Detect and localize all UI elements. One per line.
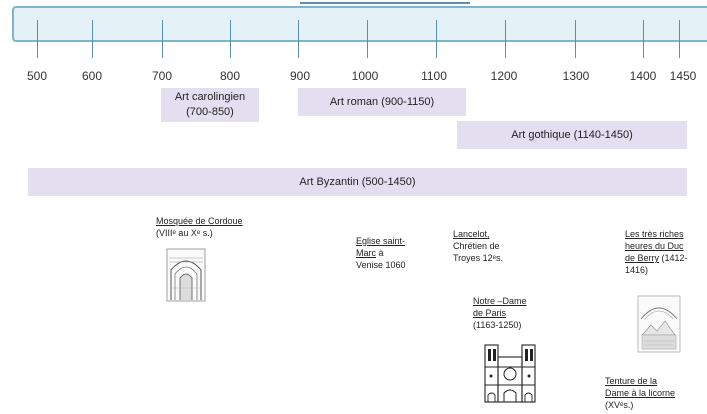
miniature-illustration xyxy=(637,295,681,353)
tick-mark-500 xyxy=(37,20,38,58)
work-date: (VIIIᵉ au Xᵉ s.) xyxy=(156,228,213,239)
tick-mark-1400 xyxy=(643,20,644,58)
work-title-suffix: à xyxy=(376,248,384,259)
tick-label: 700 xyxy=(151,69,173,83)
period-art-byzantin: Art Byzantin (500-1450) xyxy=(28,168,687,196)
tick-mark-800 xyxy=(230,20,231,58)
work-date: 1416) xyxy=(625,265,649,276)
tick-label: 1450 xyxy=(669,69,697,83)
work-tres-riches-heures: Les très riches heures du Duc de Berry (… xyxy=(625,228,707,277)
tick-mark-1200 xyxy=(505,20,506,58)
tick-mark-700 xyxy=(162,20,163,58)
work-title: Les très riches xyxy=(625,229,684,239)
work-eglise-saint-marc: Eglise saint- Marc à Venise 1060 xyxy=(356,235,436,271)
tick-label: 1300 xyxy=(562,69,590,83)
work-lancelot: Lancelot, Chrétien de Troyes 12ᵉs. xyxy=(453,228,533,264)
tick-label: 1400 xyxy=(629,69,657,83)
period-art-roman: Art roman (900-1150) xyxy=(298,88,466,116)
work-title: Mosquée de Cordoue xyxy=(156,216,243,226)
period-label: Art gothique (1140-1450) xyxy=(511,128,633,141)
timeline-top-remnant xyxy=(300,0,470,4)
period-label: Art roman (900-1150) xyxy=(329,95,435,108)
work-title: Eglise saint- xyxy=(356,236,406,246)
tick-label: 900 xyxy=(289,69,311,83)
tick-label: 1100 xyxy=(421,69,447,83)
work-date: (1163-1250) xyxy=(473,320,522,331)
tick-mark-1000 xyxy=(367,20,368,58)
work-date: Troyes 12ᵉs. xyxy=(453,253,504,264)
work-title: de Paris xyxy=(473,308,507,319)
cathedral-facade-illustration xyxy=(484,344,536,403)
tick-label: 1000 xyxy=(351,69,379,83)
mosque-arches-illustration xyxy=(166,248,206,302)
period-art-carolingien: Art carolingien (700-850) xyxy=(161,88,259,122)
work-title: heures du Duc xyxy=(625,241,684,252)
work-title: Lancelot, xyxy=(453,229,490,239)
work-date: Venise 1060 xyxy=(356,260,406,271)
tick-mark-1100 xyxy=(436,20,437,58)
tick-label: 600 xyxy=(81,69,103,83)
tick-mark-1300 xyxy=(575,20,576,58)
work-title: Marc xyxy=(356,248,376,259)
work-title: Dame à la licorne xyxy=(605,388,676,399)
tick-label: 1200 xyxy=(490,69,518,83)
work-dame-licorne: Tenture de la Dame à la licorne (XVᵉs.) xyxy=(605,375,705,411)
tick-mark-1450 xyxy=(679,20,680,58)
period-art-gothique: Art gothique (1140-1450) xyxy=(457,121,687,149)
work-title: Notre –Dame xyxy=(473,296,527,306)
period-label: Art Byzantin (500-1450) xyxy=(299,175,416,188)
work-mosquee-cordoue: Mosquée de Cordoue (VIIIᵉ au Xᵉ s.) xyxy=(156,215,296,239)
work-title: de Berry xyxy=(625,253,660,264)
tick-label: 500 xyxy=(26,69,48,83)
work-date: (XVᵉs.) xyxy=(605,400,634,411)
work-notre-dame: Notre –Dame de Paris (1163-1250) xyxy=(473,295,553,331)
tick-mark-600 xyxy=(92,20,93,58)
tick-label: 800 xyxy=(219,69,241,83)
tick-mark-900 xyxy=(298,20,299,58)
period-dates: (700-850) xyxy=(186,106,234,118)
work-author: Chrétien de xyxy=(453,241,500,252)
timeline-bar xyxy=(12,6,707,42)
period-label: Art carolingien xyxy=(174,91,246,104)
work-date: (1412- xyxy=(659,253,688,264)
work-title: Tenture de la xyxy=(605,376,658,386)
